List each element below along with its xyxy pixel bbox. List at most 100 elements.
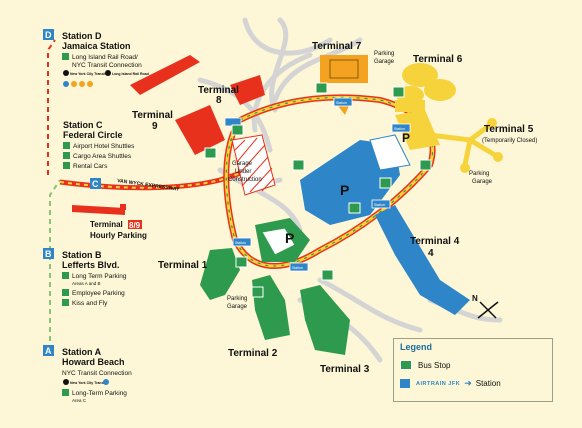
station-c-bus-icon-3: [63, 162, 70, 169]
north-arrow-icon: [477, 301, 499, 319]
station-a-item-3: Area C: [72, 398, 87, 403]
terminal-5-note: (Temporarily Closed): [482, 138, 537, 144]
station-c-name: Station C: [63, 120, 103, 130]
terminal-2-building: [252, 275, 290, 340]
svg-text:Station: Station: [336, 101, 347, 105]
terminal-4-garage: [369, 134, 411, 171]
station-b-sub: Lefferts Blvd.: [62, 260, 120, 270]
van-wyck-track: [59, 169, 251, 189]
terminal-5-6-parking: [395, 110, 440, 150]
airtrain-jamaica-line: [47, 39, 56, 175]
construction-hatch: [234, 137, 275, 193]
terminal-8-number: 8: [216, 95, 222, 106]
terminal-5-parking-p: P: [402, 131, 410, 145]
garage-construction-label-2: Under: [235, 169, 251, 175]
terminal-4-label: Terminal 4: [410, 236, 460, 247]
legend-station-label: Station: [475, 379, 501, 388]
station-d-name: Station D: [62, 31, 102, 41]
station-a-item-2: Long-Term Parking: [72, 390, 127, 397]
garage-construction-area: [231, 134, 276, 196]
station-a-nyct-text: New York City Transit: [70, 381, 106, 385]
terminal-2-label: Terminal 2: [228, 348, 278, 359]
terminal-4-number: 4: [428, 248, 434, 259]
station-b-item-4: Kiss and Fly: [72, 300, 108, 307]
terminal-8-9-building: [130, 55, 200, 95]
airtrain-station-labels: Station Station Station Station Station: [235, 101, 405, 270]
station-d-logos: New York City Transit Long Island Rail R…: [63, 70, 149, 87]
station-icon: [400, 379, 410, 388]
terminal-1-3-garage: [261, 227, 296, 256]
terminal-8-9-hourly-sub: Hourly Parking: [90, 231, 147, 240]
airtrain-logo: AIRTRAIN JFK: [416, 380, 461, 387]
terminal-3-label: Terminal 3: [320, 364, 370, 375]
garage-construction-label-3: Construction: [228, 177, 262, 183]
station-b-kiss-icon: [62, 299, 69, 306]
north-label: N: [472, 294, 478, 303]
station-a-badge: A: [43, 345, 54, 356]
terminal-7-garage-label: Parking: [374, 51, 394, 57]
svg-text:New York City Transit: New York City Transit: [70, 72, 106, 76]
station-d-sub: Jamaica Station: [62, 41, 131, 51]
legend: Legend Bus Stop AIRTRAIN JFK ➜ Station: [393, 338, 553, 402]
bus-stops: [204, 82, 432, 298]
garage-construction-label: Garage: [232, 161, 253, 167]
station-a-item-1: NYC Transit Connection: [62, 370, 132, 377]
airtrain-loop: [223, 94, 436, 269]
terminal-8-9-badge-num: 8/9: [129, 221, 141, 230]
station-d-bus-icon: [62, 53, 69, 60]
terminal-9-label: Terminal: [132, 110, 173, 121]
terminal-5-label: Terminal 5: [484, 124, 534, 135]
station-c-item-2: Cargo Area Shuttles: [73, 153, 132, 160]
bus-stop-icon: [400, 360, 412, 370]
terminal-7-building: [320, 55, 368, 83]
svg-text:C: C: [92, 179, 99, 189]
legend-title: Legend: [400, 342, 433, 352]
terminal-1-3-parking-p: P: [285, 230, 294, 246]
svg-text:B: B: [45, 249, 52, 259]
terminal-4-garage-label-2: Garage: [472, 179, 493, 185]
terminal-9-number: 9: [152, 121, 158, 132]
station-b-item-1: Long Term Parking: [72, 273, 127, 280]
terminal-7-label: Terminal 7: [312, 41, 362, 52]
svg-text:Station: Station: [394, 127, 405, 131]
station-c-badge: C: [90, 178, 101, 189]
terminal-8-9-hourly-label: Terminal: [90, 220, 123, 229]
station-b-badge: B: [43, 248, 54, 259]
airtrain-branch-line: [49, 179, 61, 350]
terminal-8-building: [230, 75, 265, 105]
svg-text:Station: Station: [292, 266, 303, 270]
station-c-item-1: Airport Hotel Shuttles: [73, 143, 135, 150]
station-a-sub: Howard Beach: [62, 357, 125, 367]
terminal-8-9-badge: [128, 220, 142, 229]
svg-text:Station: Station: [374, 203, 385, 207]
terminal-5-building: [427, 122, 498, 168]
station-c-sub: Federal Circle: [63, 130, 123, 140]
legend-bus-label: Bus Stop: [418, 360, 451, 370]
terminal-9-building: [175, 105, 225, 155]
terminal-8-label: Terminal: [198, 85, 239, 96]
station-c-item-3: Rental Cars: [73, 163, 108, 170]
station-b-item-3: Employee Parking: [72, 290, 125, 297]
station-a-a-train-icon: [103, 379, 109, 385]
terminal-5-gates: [460, 118, 503, 173]
station-d-item-2: NYC Transit Connection: [72, 62, 142, 69]
terminal-1-building: [200, 248, 240, 300]
station-a-name: Station A: [62, 347, 102, 357]
station-d-badge: D: [43, 29, 54, 40]
svg-text:A: A: [45, 346, 52, 356]
terminal-4-parking-p: P: [340, 182, 349, 198]
hourly-parking-marker: [120, 204, 126, 210]
terminal-1-label: Terminal 1: [158, 260, 208, 271]
station-b-item-2: Areas A and B: [72, 281, 101, 286]
svg-text:D: D: [45, 30, 52, 40]
hourly-parking-lot: [72, 205, 125, 215]
airtrain-arrow-icon: ➜: [464, 378, 472, 388]
svg-text:Long Island Rail Road: Long Island Rail Road: [112, 72, 149, 76]
terminal-1-garage-label: Parking: [227, 296, 247, 302]
terminal-3-building: [300, 285, 350, 355]
station-b-name: Station B: [62, 250, 102, 260]
station-b-parking-icon-1: [62, 272, 69, 279]
svg-text:Station: Station: [235, 241, 246, 245]
terminal-4-building: [375, 205, 470, 315]
